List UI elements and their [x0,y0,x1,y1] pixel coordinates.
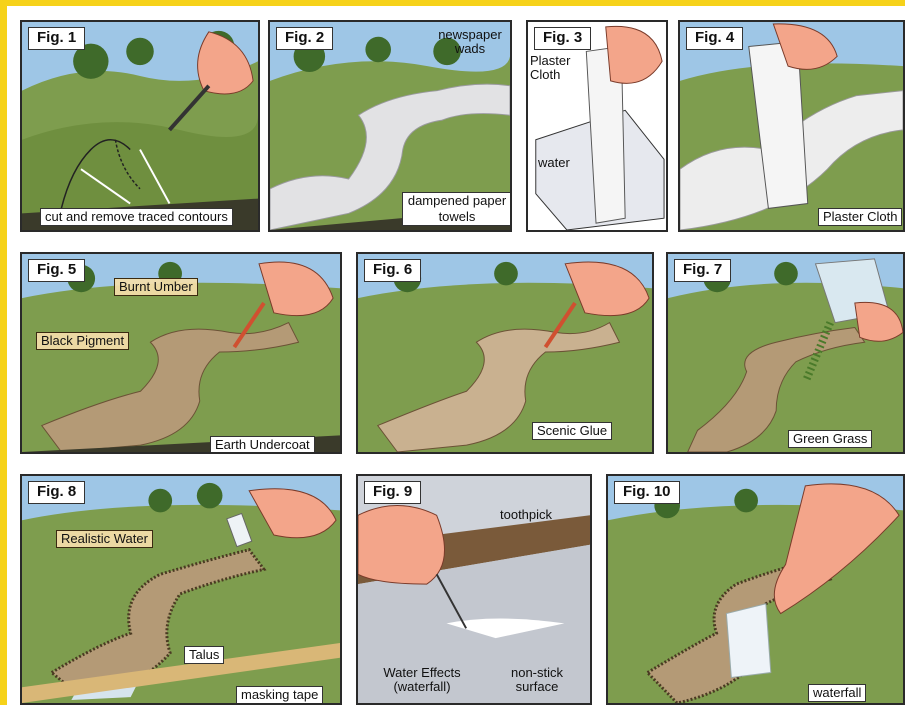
caption-water: water [538,156,570,170]
figure-label: Fig. 8 [28,481,85,504]
figure-1-illustration [22,22,258,230]
figure-label: Fig. 4 [686,27,743,50]
caption-dampened-paper-towels: dampened paper towels [402,192,512,226]
caption-plaster-cloth: Plaster Cloth [818,208,902,226]
caption-newspaper-wads: newspaper wads [430,28,510,56]
figure-10-panel: Fig. 10 waterfall [606,474,905,705]
caption-black-pigment: Black Pigment [36,332,129,350]
caption-scenic-glue: Scenic Glue [532,422,612,440]
caption-masking-tape: masking tape [236,686,323,704]
figure-9-panel: Fig. 9 toothpick Water Effects (waterfal… [356,474,592,705]
yellow-top-border [0,0,905,6]
figure-2-panel: Fig. 2 newspaper wads dampened paper tow… [268,20,512,232]
caption-burnt-umber: Burnt Umber [114,278,198,296]
caption-cut-contours: cut and remove traced contours [40,208,233,226]
figure-label: Fig. 6 [364,259,421,282]
figure-label: Fig. 2 [276,27,333,50]
caption-earth-undercoat: Earth Undercoat [210,436,315,454]
figure-label: Fig. 7 [674,259,731,282]
caption-water-effects: Water Effects (waterfall) [372,666,472,694]
figure-7-panel: Fig. 7 Green Grass [666,252,905,454]
figure-3-panel: Fig. 3 Plaster Cloth water [526,20,668,232]
caption-talus: Talus [184,646,224,664]
figure-4-illustration [680,22,903,230]
figure-7-illustration [668,254,903,452]
figure-8-illustration [22,476,340,703]
figure-label: Fig. 9 [364,481,421,504]
figure-label: Fig. 3 [534,27,591,50]
caption-realistic-water: Realistic Water [56,530,153,548]
figure-8-panel: Fig. 8 Realistic Water Talus masking tap… [20,474,342,705]
figure-label: Fig. 5 [28,259,85,282]
caption-plaster-cloth: Plaster Cloth [530,54,580,82]
caption-waterfall: waterfall [808,684,866,702]
yellow-left-border [0,0,7,705]
figure-4-panel: Fig. 4 Plaster Cloth [678,20,905,232]
figure-5-panel: Fig. 5 Burnt Umber Black Pigment Earth U… [20,252,342,454]
caption-non-stick-surface: non-stick surface [502,666,572,694]
caption-green-grass: Green Grass [788,430,872,448]
figure-1-panel: Fig. 1 cut and remove traced contours [20,20,260,232]
figure-10-illustration [608,476,903,703]
caption-toothpick: toothpick [500,508,552,522]
figure-label: Fig. 1 [28,27,85,50]
figure-label: Fig. 10 [614,481,680,504]
figure-6-panel: Fig. 6 Scenic Glue [356,252,654,454]
